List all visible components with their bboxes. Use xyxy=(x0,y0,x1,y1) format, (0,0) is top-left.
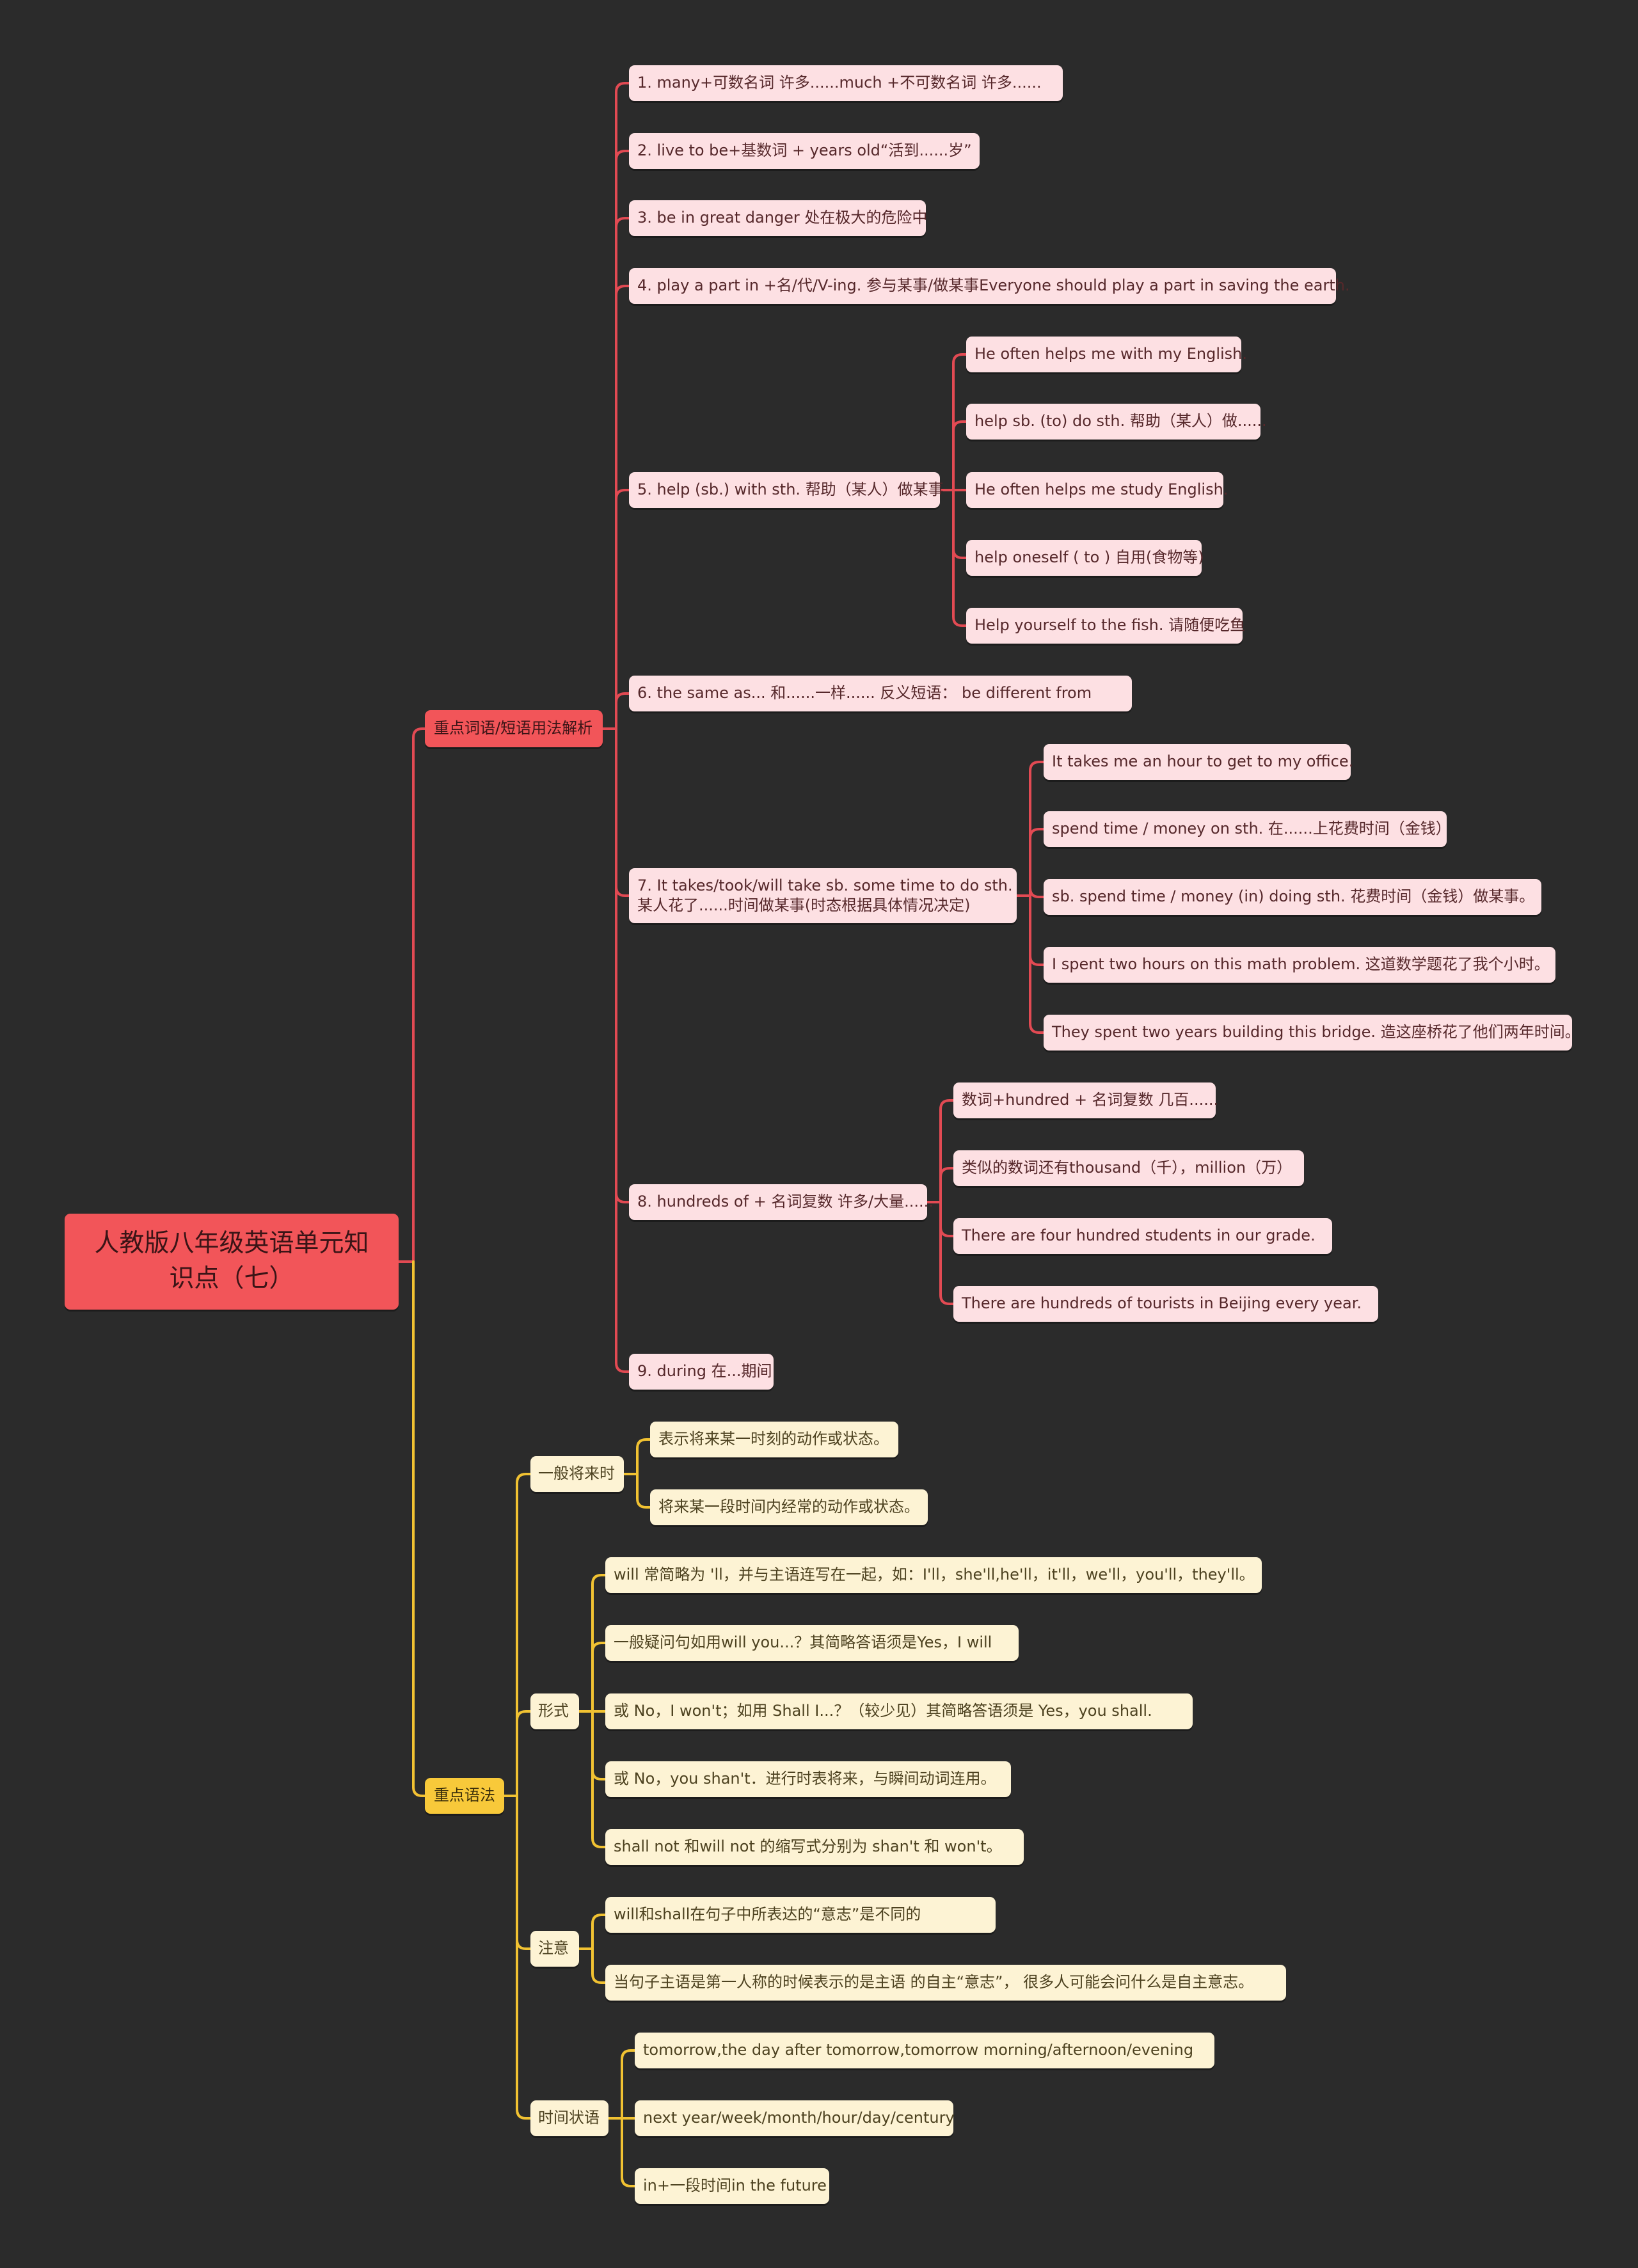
item5-child[interactable]: He often helps me with my English. xyxy=(966,337,1247,372)
form-child[interactable]: 或 No，I won't；如用 Shall I...？（较少见）其简略答语须是 … xyxy=(605,1693,1193,1729)
item7-link xyxy=(1029,894,1045,966)
vocab-link xyxy=(615,217,630,730)
item8-link xyxy=(939,1201,955,1305)
form-child[interactable]: will 常简略为 'll，并与主语连写在一起，如：I'll，she'll,he… xyxy=(605,1557,1262,1593)
future-child[interactable]: 表示将来某一时刻的动作或状态。 xyxy=(650,1422,898,1457)
root-title-line2: 识点（七） xyxy=(169,1264,294,1293)
branch-vocab[interactable]: 重点词语/短语用法解析 xyxy=(425,710,603,747)
note-link xyxy=(591,1947,607,1984)
root-title-line1: 人教版八年级英语单元知 xyxy=(94,1229,369,1258)
form-link xyxy=(591,1710,607,1780)
item7-child[interactable]: spend time / money on sth. 在......上花费时间（… xyxy=(1044,811,1451,847)
vocab-item-3[interactable]: 3. be in great danger 处在极大的危险中 xyxy=(629,200,927,236)
grammar-link xyxy=(516,1473,532,1797)
time-link xyxy=(621,2117,636,2187)
form-child[interactable]: shall not 和will not 的缩写式分别为 shan't 和 won… xyxy=(605,1829,1024,1865)
grammar-link xyxy=(516,1795,532,2120)
item8-link xyxy=(939,1167,955,1203)
future-child[interactable]: 将来某一段时间内经常的动作或状态。 xyxy=(650,1489,928,1525)
form-link xyxy=(591,1710,607,1848)
root-red-link xyxy=(412,727,426,1263)
grammar-note[interactable]: 注意 xyxy=(530,1931,579,1967)
item7-child[interactable]: I spent two hours on this math problem. … xyxy=(1044,947,1555,983)
vocab-item-5[interactable]: 5. help (sb.) with sth. 帮助（某人）做某事 xyxy=(629,472,944,508)
root-red-link xyxy=(412,1260,426,1797)
note-link xyxy=(591,1914,607,1950)
item5-link xyxy=(952,489,967,627)
item7-line2: 某人花了......时间做某事(时态根据具体情况决定) xyxy=(637,896,971,914)
time-child[interactable]: tomorrow,the day after tomorrow,tomorrow… xyxy=(635,2033,1214,2068)
form-link xyxy=(591,1642,607,1713)
item8-link xyxy=(939,1099,955,1203)
vocab-link xyxy=(615,727,630,1373)
future-link xyxy=(636,1438,651,1475)
note-child[interactable]: 当句子主语是第一人称的时候表示的是主语 的自主“意志”， 很多人可能会问什么是自… xyxy=(605,1965,1286,2001)
item5-child[interactable]: He often helps me study English. xyxy=(966,472,1228,508)
vocab-item-9[interactable]: 9. during 在...期间 xyxy=(629,1354,774,1390)
vocab-link xyxy=(615,727,630,1203)
item5-child[interactable]: help sb. (to) do sth. 帮助（某人）做...... xyxy=(966,404,1267,440)
vocab-link xyxy=(615,82,630,730)
vocab-link xyxy=(615,150,630,730)
form-child[interactable]: 一般疑问句如用will you...？其简略答语须是Yes，I will xyxy=(605,1625,1019,1661)
grammar-link xyxy=(516,1795,532,1950)
vocab-link xyxy=(615,727,630,897)
root-topic[interactable]: 人教版八年级英语单元知 识点（七） xyxy=(65,1214,399,1310)
time-child[interactable]: next year/week/month/hour/day/century xyxy=(635,2100,955,2136)
grammar-time[interactable]: 时间状语 xyxy=(530,2100,608,2136)
item5-link xyxy=(952,420,967,491)
item7-link xyxy=(1029,887,1045,898)
item7-child[interactable]: They spent two years building this bridg… xyxy=(1044,1015,1580,1051)
item7-link xyxy=(1029,828,1045,897)
root-yellow-link xyxy=(412,1260,426,1797)
future-link xyxy=(636,1473,651,1509)
item7-line1: 7. It takes/took/will take sb. some time… xyxy=(637,876,1013,894)
grammar-future[interactable]: 一般将来时 xyxy=(530,1456,624,1492)
form-child[interactable]: 或 No，you shan't．进行时表将来，与瞬间动词连用。 xyxy=(605,1761,1011,1797)
vocab-link xyxy=(615,489,630,730)
vocab-item-6[interactable]: 6. the same as... 和......一样...... 反义短语： … xyxy=(629,676,1132,711)
note-child[interactable]: will和shall在句子中所表达的“意志”是不同的 xyxy=(605,1897,996,1933)
item8-child[interactable]: 数词+hundred + 名词复数 几百...... xyxy=(953,1082,1218,1118)
item8-child[interactable]: There are hundreds of tourists in Beijin… xyxy=(953,1286,1378,1322)
vocab-item-8[interactable]: 8. hundreds of + 名词复数 许多/大量...... xyxy=(629,1184,934,1220)
time-child[interactable]: in+一段时间in the future xyxy=(635,2168,829,2204)
grammar-link xyxy=(516,1710,532,1797)
item5-link xyxy=(952,353,967,491)
item7-child[interactable]: It takes me an hour to get to my office. xyxy=(1044,744,1353,780)
time-link xyxy=(621,2049,636,2120)
item5-child[interactable]: help oneself ( to ) 自用(食物等) xyxy=(966,540,1204,576)
item5-link xyxy=(952,489,967,559)
item7-link xyxy=(1029,761,1045,897)
item8-child[interactable]: There are four hundred students in our g… xyxy=(953,1218,1332,1254)
item5-child[interactable]: Help yourself to the fish. 请随便吃鱼 xyxy=(966,608,1245,644)
branch-grammar[interactable]: 重点语法 xyxy=(425,1778,504,1814)
item7-link xyxy=(1029,894,1045,1034)
vocab-link xyxy=(615,692,630,730)
vocab-item-2[interactable]: 2. live to be+基数词 + years old“活到......岁” xyxy=(629,133,980,169)
item7-child[interactable]: sb. spend time / money (in) doing sth. 花… xyxy=(1044,879,1541,915)
vocab-link xyxy=(615,285,630,730)
form-link xyxy=(591,1574,607,1713)
vocab-item-1[interactable]: 1. many+可数名词 许多......much +不可数名词 许多.....… xyxy=(629,65,1063,101)
item8-child[interactable]: 类似的数词还有thousand（千），million（万） xyxy=(953,1150,1304,1186)
vocab-item-7[interactable]: 7. It takes/took/will take sb. some time… xyxy=(629,868,1017,923)
vocab-item-4[interactable]: 4. play a part in +名/代/V-ing. 参与某事/做某事Ev… xyxy=(629,268,1350,304)
grammar-form[interactable]: 形式 xyxy=(530,1693,579,1729)
item8-link xyxy=(939,1201,955,1237)
